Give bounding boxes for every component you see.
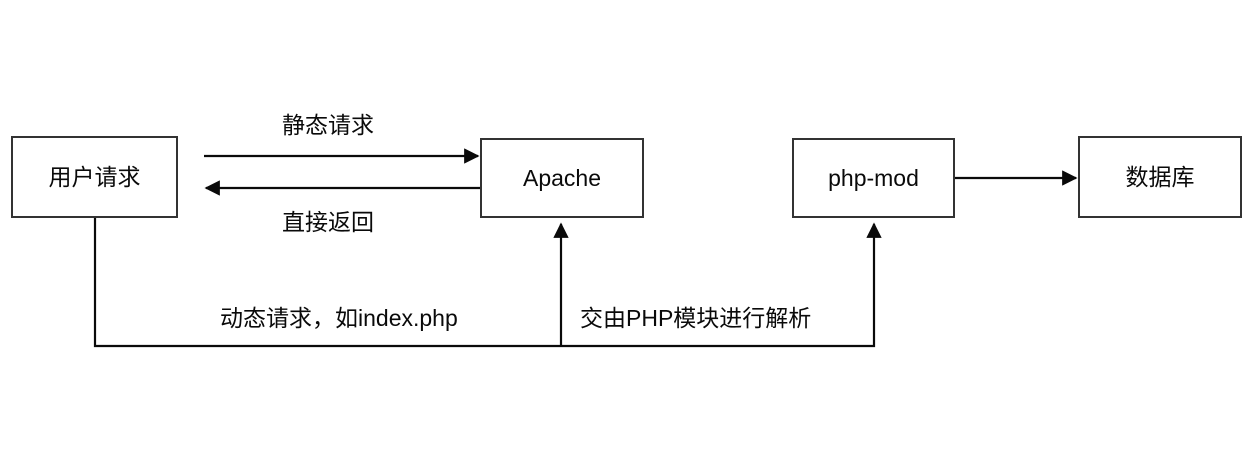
node-apache[interactable]: Apache xyxy=(480,138,644,218)
connector-dynamic-request xyxy=(93,218,569,348)
node-user-request[interactable]: 用户请求 xyxy=(11,136,178,218)
node-label-apache: Apache xyxy=(522,164,601,191)
node-database[interactable]: 数据库 xyxy=(1078,136,1242,218)
node-php-mod[interactable]: php-mod xyxy=(792,138,955,218)
edge-label-dynamic-request: 动态请求，如index.php xyxy=(216,307,462,330)
node-label-database: 数据库 xyxy=(1125,163,1195,190)
node-label-user-request: 用户请求 xyxy=(48,163,141,190)
node-label-php-mod: php-mod xyxy=(828,164,919,191)
connector-php-parse xyxy=(562,222,882,348)
edge-label-direct-return: 直接返回 xyxy=(278,211,378,234)
edge-label-php-parse: 交由PHP模块进行解析 xyxy=(576,307,816,330)
edge-label-static-request: 静态请求 xyxy=(278,114,378,137)
